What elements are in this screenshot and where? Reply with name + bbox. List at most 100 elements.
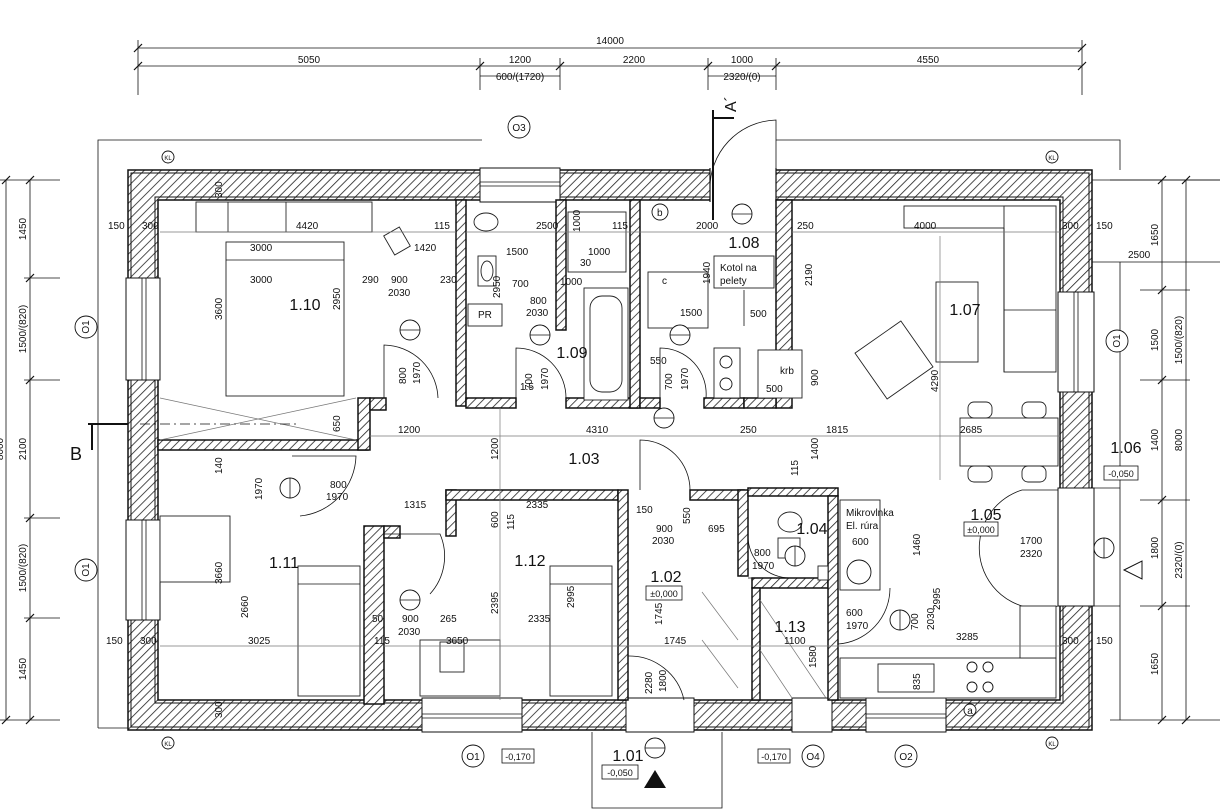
- dim-i-76: 1100: [784, 636, 806, 647]
- dim-i-7: 900: [391, 275, 408, 286]
- dim-i-31: 150: [1096, 221, 1113, 232]
- dim-i-11: 2950: [332, 287, 343, 310]
- label-b: b: [657, 208, 663, 219]
- room-1-06: 1.06: [1110, 440, 1141, 457]
- dim-i-87: 700: [910, 613, 921, 630]
- dim-top-4: 1000: [731, 55, 754, 66]
- room-1-03: 1.03: [568, 451, 599, 468]
- room-1-05-level: ±0,000: [967, 525, 994, 535]
- dim-i-54: 1400: [810, 437, 821, 460]
- dim-i-39: 700: [664, 373, 675, 390]
- dim-left-5: 1450: [18, 657, 29, 680]
- dim-i-3: 3000: [250, 243, 273, 254]
- dim-i-22: 30: [580, 258, 592, 269]
- dim-i-96: 1800: [658, 669, 669, 692]
- room-1-12: 1.12: [514, 553, 545, 570]
- dim-i-66: 1700: [1020, 536, 1043, 547]
- dim-i-80: 600: [846, 608, 863, 619]
- kl-mark-1: KL: [164, 156, 172, 162]
- dim-i-72: 2335: [528, 614, 551, 625]
- dim-right-1: 1650: [1150, 223, 1161, 246]
- dim-i-68: 3660: [214, 561, 225, 584]
- dim-i-92: 50: [372, 614, 384, 625]
- dim-i-44: 1200: [398, 425, 421, 436]
- label-a: a: [967, 706, 973, 717]
- dim-i-27: 250: [797, 221, 814, 232]
- dim-i-48: 2685: [960, 425, 983, 436]
- dim-i-15: 1000: [572, 209, 583, 232]
- section-mark-a: A´: [723, 96, 740, 112]
- label-kotol-1: Kotol na: [720, 263, 757, 274]
- terrain-outline: [97, 139, 1220, 729]
- dim-left-4: 1500/(820): [18, 544, 29, 592]
- dim-i-65: 695: [708, 524, 725, 535]
- dim-i-64: 550: [682, 507, 693, 524]
- dim-top-5: 4550: [917, 55, 940, 66]
- dim-i-21: 1000: [560, 277, 583, 288]
- dim-i-95: 2280: [644, 671, 655, 694]
- dim-i-30: 300: [1062, 221, 1079, 232]
- room-1-05: 1.05: [970, 507, 1001, 524]
- dim-top-sub-1: 600/(1720): [496, 72, 544, 83]
- dim-i-10: 3600: [214, 297, 225, 320]
- dim-i-91: 115: [374, 636, 390, 647]
- dim-left-2: 1500/(820): [18, 305, 29, 353]
- dim-i-24: 1940: [702, 261, 713, 284]
- dim-right-5: 1650: [1150, 652, 1161, 675]
- dim-left-overall: 8000: [0, 437, 6, 460]
- dim-i-1d: 300: [214, 701, 225, 718]
- section-mark-b: B: [70, 444, 82, 464]
- top-dimension-chain: 14000 5050 1200 2200 1000 4550 600/(1720…: [133, 36, 1087, 95]
- dim-i-94: 2030: [398, 627, 421, 638]
- dim-i-86: 2995: [932, 587, 943, 610]
- room-1-01-level: -0,050: [607, 768, 633, 778]
- dim-i-61: 150: [636, 505, 653, 516]
- dim-i-16: 1500: [506, 247, 529, 258]
- dim-i-23: 2000: [696, 221, 719, 232]
- right-dimension-chain: 1650 1500/(820) 1500 1400 8000 2320/(0) …: [1110, 175, 1220, 725]
- dim-right-4b: 1800: [1150, 536, 1161, 559]
- dim-right-2b: 1500: [1150, 328, 1161, 351]
- label-pr: PR: [478, 310, 492, 321]
- dim-i-4: 3000: [250, 275, 273, 286]
- dim-i-56: 1970: [326, 492, 349, 503]
- dim-i-1: 300: [142, 221, 159, 232]
- dim-i-32: 2500: [1128, 250, 1151, 261]
- dim-i-82: 800: [754, 548, 771, 559]
- label-krb: krb: [780, 366, 794, 377]
- dim-i-37: 1970: [540, 367, 551, 390]
- dim-i-14: 1000: [588, 247, 611, 258]
- room-1-02: 1.02: [650, 569, 681, 586]
- dim-i-60: 115: [506, 514, 517, 530]
- dim-i-89: 3650: [446, 636, 469, 647]
- interior-walls: [157, 199, 839, 705]
- dim-i-69: 2660: [240, 595, 251, 618]
- room-1-06-level: -0,050: [1108, 469, 1134, 479]
- dim-i-77: 1580: [808, 645, 819, 668]
- dim-left-3: 2100: [18, 437, 29, 460]
- outside-level-right: -0,170: [761, 752, 787, 762]
- dim-i-19: 800: [530, 296, 547, 307]
- dim-i-1b: 300: [140, 636, 157, 647]
- furniture: [88, 110, 1143, 809]
- dim-i-74: 1745: [654, 602, 665, 625]
- dim-i-63: 2030: [652, 536, 675, 547]
- dim-right-overall: 8000: [1174, 428, 1185, 451]
- dim-top-1: 5050: [298, 55, 321, 66]
- kl-marks: KL KL KL KL: [161, 150, 1059, 750]
- dim-i-8: 2030: [388, 288, 411, 299]
- dim-i-90: 265: [440, 614, 457, 625]
- dim-i-35: 1970: [412, 361, 423, 384]
- door-tags: [279, 203, 1115, 759]
- room-1-13: 1.13: [774, 619, 805, 636]
- window-tag-o3: O3: [512, 123, 526, 134]
- dim-i-84: 600: [852, 537, 869, 548]
- dim-i-28: 2190: [804, 263, 815, 286]
- dim-i-36: 700: [524, 373, 535, 390]
- dim-i-38: 550: [650, 356, 667, 367]
- room-1-01: 1.01: [612, 748, 643, 765]
- dim-i-29: 4000: [914, 221, 937, 232]
- room-1-08: 1.08: [728, 235, 759, 252]
- dim-i-88: 2030: [926, 607, 937, 630]
- dim-top-sub-2: 2320/(0): [723, 72, 760, 83]
